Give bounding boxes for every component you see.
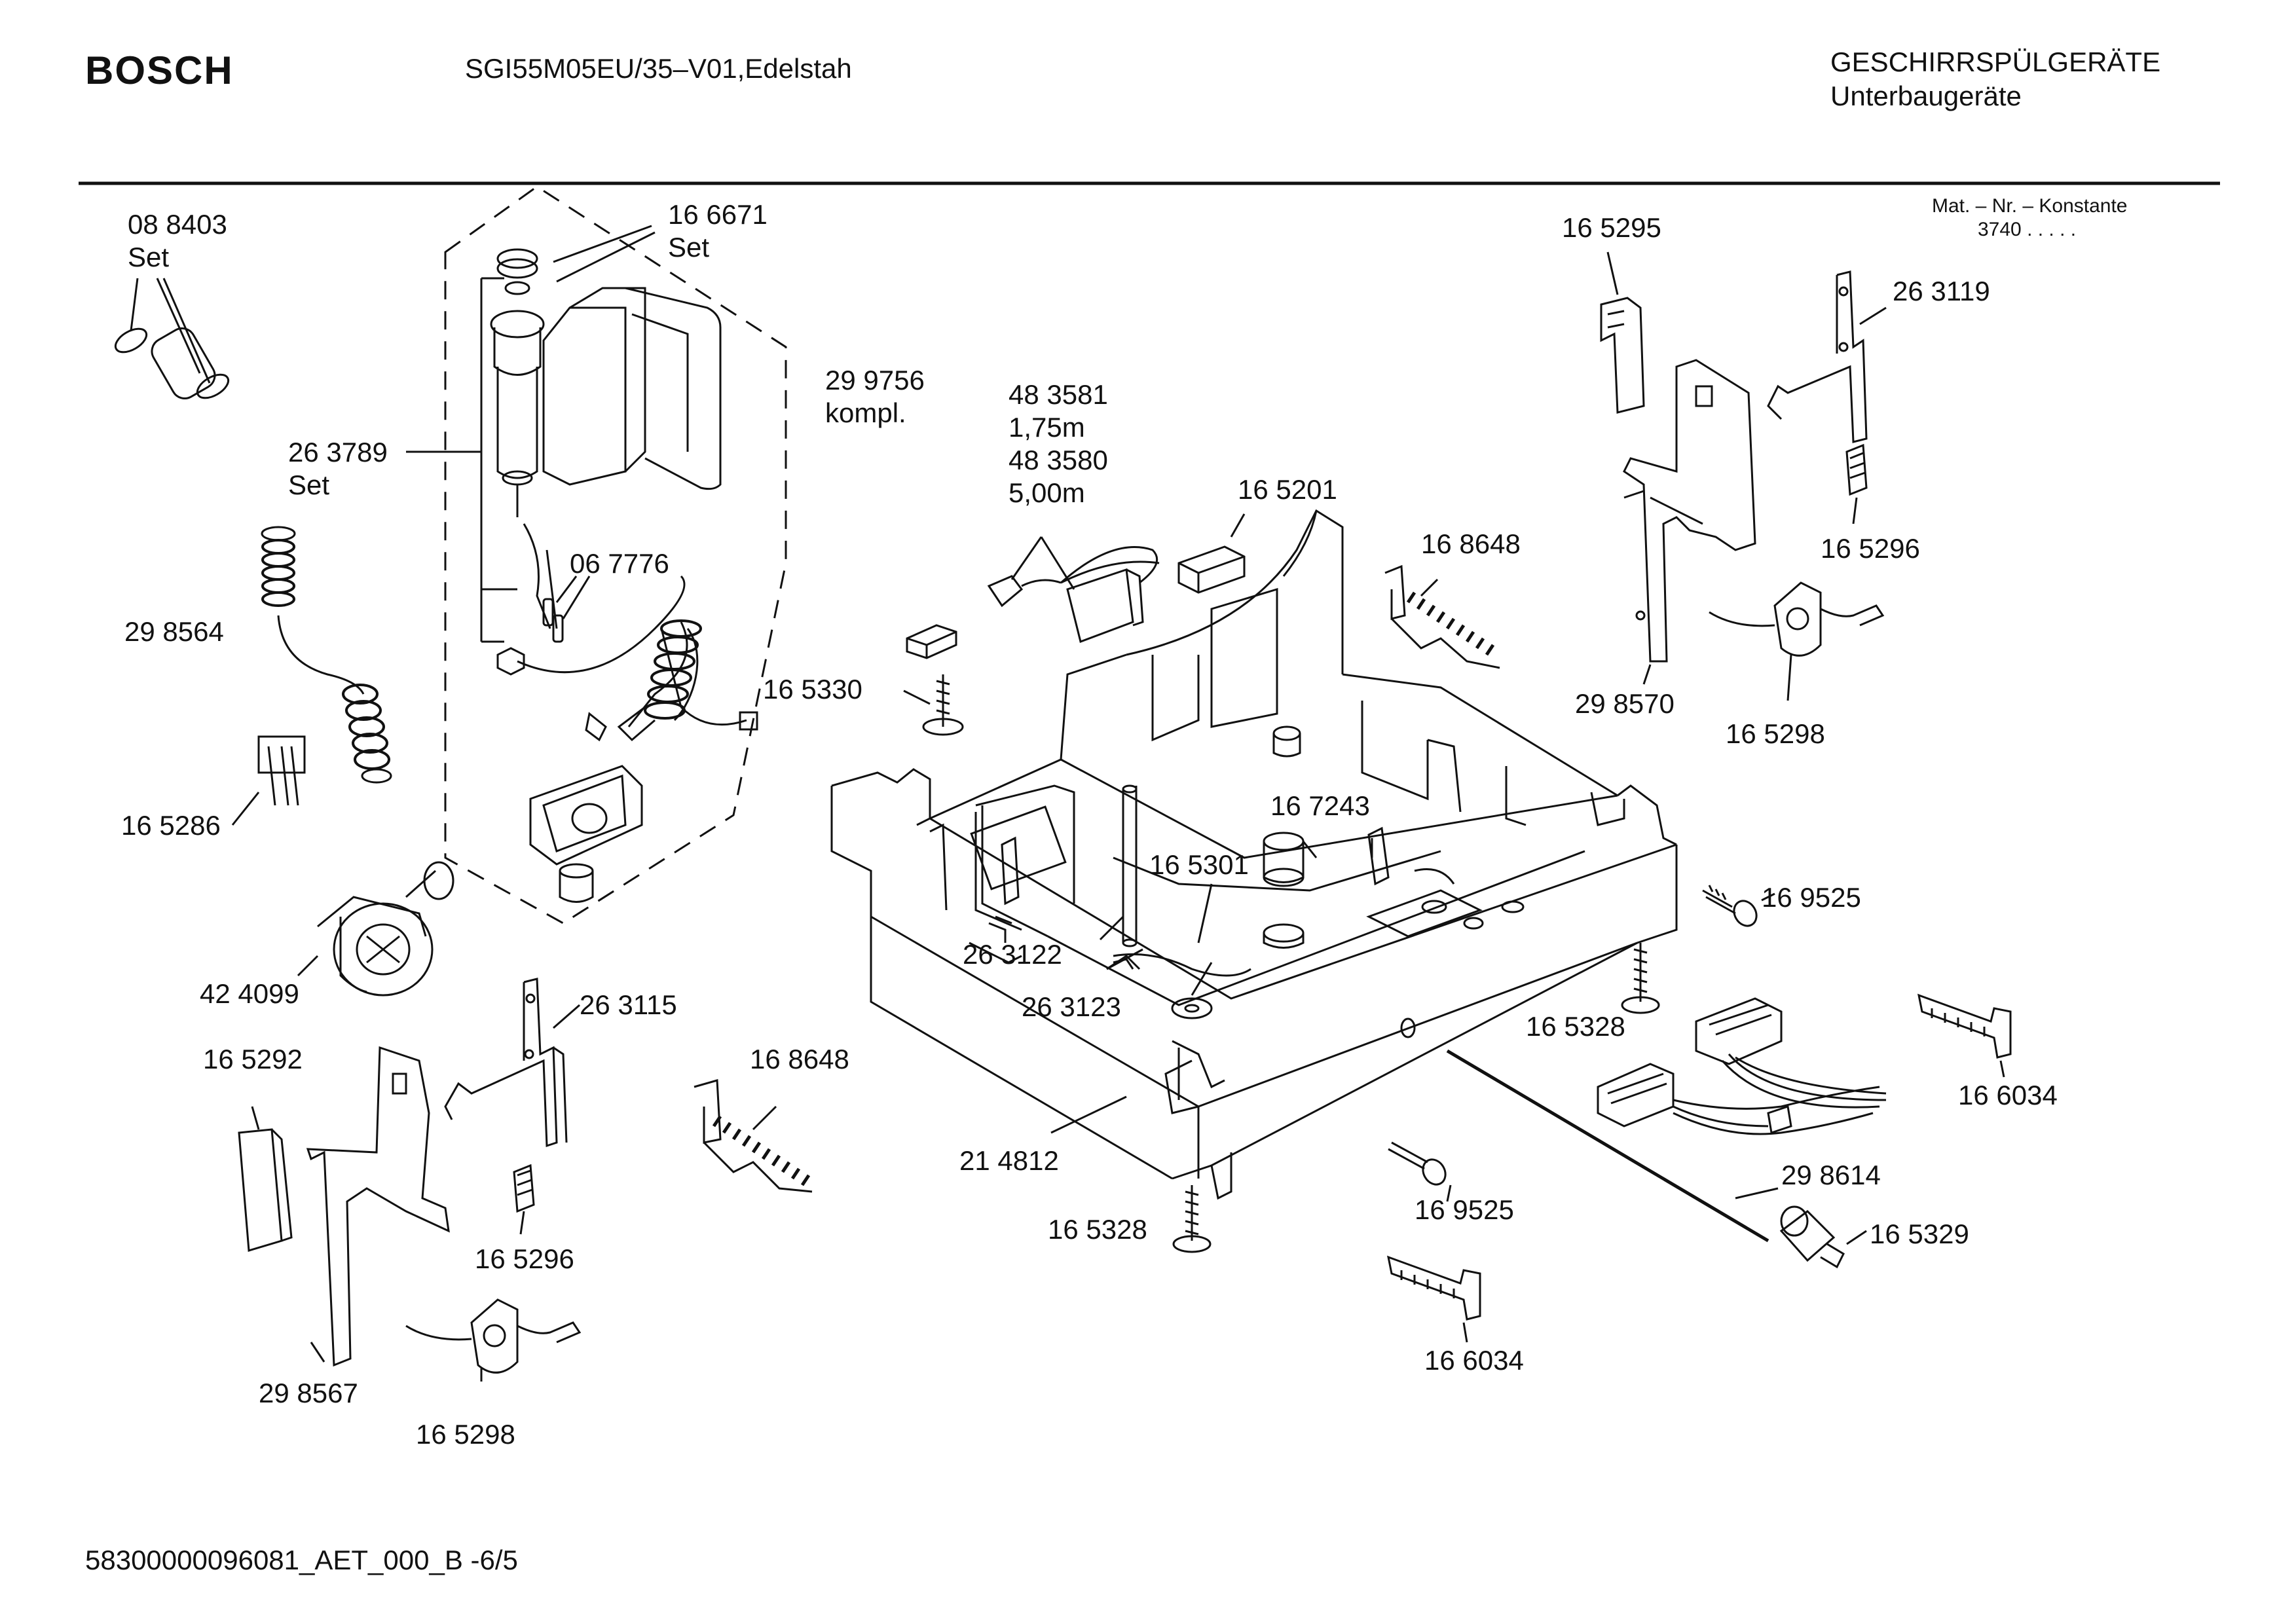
seal-set-drawing — [496, 225, 656, 295]
part-label-298570: 29 8570 — [1575, 688, 1675, 719]
drain-pump-drawing — [297, 861, 454, 997]
part-label-298567: 29 8567 — [259, 1378, 358, 1408]
part-label-165295: 16 5295 — [1562, 212, 1661, 243]
kit-boundary-dashed — [444, 185, 787, 925]
rod-298614-drawing — [1446, 1049, 1779, 1243]
part-label-165329: 16 5329 — [1870, 1218, 1969, 1249]
base-tub-drawing — [830, 509, 1678, 1200]
part-label-088403-set: Set — [128, 242, 170, 272]
part-label-165328-right: 16 5328 — [1526, 1011, 1625, 1042]
cable-drawing — [987, 536, 1160, 643]
screw-169525-upper-drawing — [1702, 885, 1775, 927]
connector-165201-drawing — [1177, 513, 1246, 594]
part-label-298614: 29 8614 — [1781, 1160, 1881, 1190]
part-label-088403: 08 8403 — [128, 209, 227, 240]
part-label-165301: 16 5301 — [1149, 849, 1249, 880]
part-label-483580: 48 3580 — [1009, 445, 1108, 475]
part-label-263122: 26 3122 — [963, 939, 1062, 970]
material-number-value: 3740 . . . . . — [1978, 219, 2077, 240]
latch-left-drawing — [513, 1163, 535, 1235]
bracket-263115-drawing — [444, 978, 580, 1148]
part-label-165296-left: 16 5296 — [475, 1243, 574, 1274]
foot-165330-drawing — [903, 624, 964, 736]
part-label-165298-right: 16 5298 — [1726, 718, 1825, 749]
part-label-067776: 06 7776 — [570, 548, 669, 579]
hose-clamp-set-drawing — [114, 278, 230, 399]
bracket-298570-drawing — [1623, 359, 1756, 685]
part-label-483580-length: 5,00m — [1009, 477, 1085, 508]
cover-165295-drawing — [1600, 251, 1645, 414]
part-label-168648-upper: 16 8648 — [1421, 528, 1521, 559]
part-label-483581: 48 3581 — [1009, 379, 1108, 410]
part-label-263789-set: Set — [288, 469, 330, 500]
part-label-263115: 26 3115 — [580, 989, 677, 1020]
comb-166034-lower-drawing — [1387, 1255, 1481, 1343]
inlet-hose-drawing — [517, 575, 758, 742]
knob-165329-drawing — [1779, 1205, 1867, 1269]
screw-169525-lower-drawing — [1388, 1141, 1452, 1202]
part-label-165286: 16 5286 — [121, 810, 221, 841]
comb-166034-right-drawing — [1917, 993, 2012, 1078]
part-label-165296-right: 16 5296 — [1821, 533, 1920, 564]
clip-drawing — [231, 735, 306, 826]
part-label-299756: 29 9756 — [825, 365, 925, 395]
part-label-424099: 42 4099 — [200, 978, 299, 1009]
part-label-483581-length: 1,75m — [1009, 412, 1085, 443]
part-label-169525-upper: 16 9525 — [1762, 882, 1861, 913]
category-subtitle: Unterbaugeräte — [1830, 81, 2022, 111]
material-number-label: Mat. – Nr. – Konstante — [1932, 195, 2128, 217]
part-label-298564: 29 8564 — [124, 616, 224, 647]
foot-165328-lower-drawing — [1172, 1185, 1212, 1253]
drain-hose-drawing — [261, 526, 392, 784]
part-label-165292: 16 5292 — [203, 1044, 303, 1074]
part-label-214812: 21 4812 — [959, 1145, 1059, 1176]
part-label-169525-lower: 16 9525 — [1415, 1194, 1514, 1225]
part-label-168648-lower: 16 8648 — [750, 1044, 849, 1074]
brand-logo: BOSCH — [85, 48, 234, 92]
part-label-299756-kompl: kompl. — [825, 397, 906, 428]
tub-internals-drawing — [1099, 725, 1525, 1019]
document-id: 58300000096081_AET_000_B -6/5 — [85, 1545, 518, 1575]
part-label-263123: 26 3123 — [1022, 991, 1121, 1022]
part-label-263119: 26 3119 — [1893, 276, 1990, 306]
switch-left-drawing — [405, 1298, 582, 1382]
foot-165328-right-drawing — [1621, 943, 1660, 1014]
model-number: SGI55M05EU/35–V01,Edelstah — [465, 53, 852, 84]
tub-left-wall-drawing — [929, 812, 1022, 943]
part-label-166034-lower: 16 6034 — [1424, 1345, 1524, 1376]
part-label-165328-lower: 16 5328 — [1048, 1214, 1147, 1245]
part-label-263789: 26 3789 — [288, 437, 388, 467]
cover-165292-drawing — [238, 1106, 293, 1252]
filter-lower-drawing — [694, 1079, 813, 1193]
wiring-harness-drawing — [1597, 997, 1887, 1135]
sensor-bracket-drawing — [529, 765, 643, 903]
part-label-166034-right: 16 6034 — [1958, 1080, 2058, 1110]
part-label-167243: 16 7243 — [1270, 790, 1370, 821]
bracket-298567-drawing — [306, 1046, 450, 1367]
bracket-263119-drawing — [1767, 270, 1887, 443]
part-label-166671-set: Set — [668, 232, 710, 263]
category-title: GESCHIRRSPÜLGERÄTE — [1830, 46, 2161, 77]
pump-assembly-drawing — [406, 277, 722, 643]
switch-right-drawing — [1709, 581, 1885, 701]
terminal-pair-drawing — [496, 523, 591, 676]
part-label-165201: 16 5201 — [1238, 474, 1337, 505]
part-label-166671: 16 6671 — [668, 199, 768, 230]
lever-263122-drawing — [1113, 958, 1134, 970]
filter-upper-drawing — [1384, 564, 1500, 669]
part-label-165330: 16 5330 — [763, 674, 862, 705]
part-label-165298-left: 16 5298 — [416, 1419, 515, 1450]
latch-right-drawing — [1845, 443, 1868, 524]
